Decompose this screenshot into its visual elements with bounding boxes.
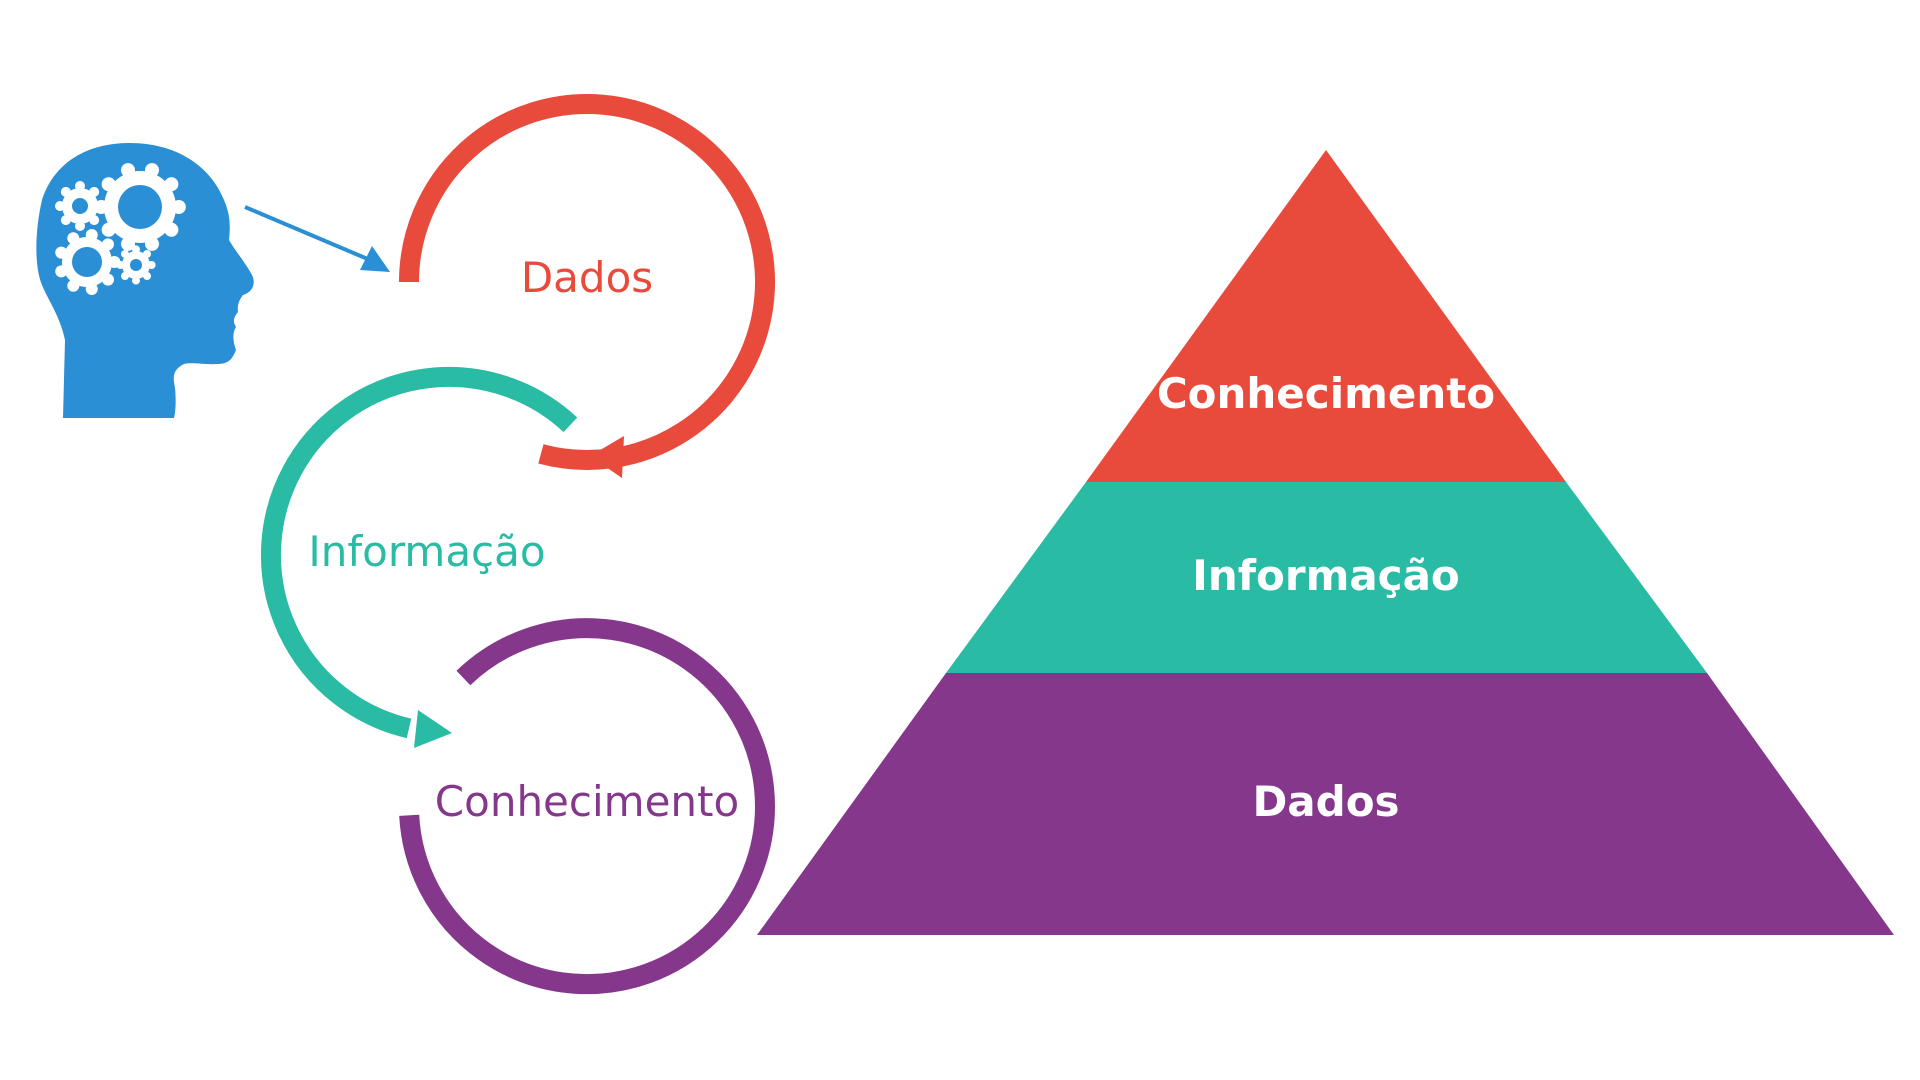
gear-icon [116, 245, 156, 285]
gear-icon [55, 229, 121, 295]
pyramid-label-informacao: Informação [1192, 551, 1460, 600]
conhecimento-cycle-arc [399, 618, 775, 995]
pointer-arrow-icon [244, 205, 390, 272]
informacao-cycle-arc [261, 366, 578, 739]
informacao-arrowhead-icon [414, 710, 452, 748]
pyramid-label-conhecimento: Conhecimento [1157, 369, 1495, 418]
dados-cycle-arc [399, 93, 775, 470]
gears-icon [55, 163, 186, 295]
dados-arrowhead-icon [590, 436, 624, 478]
cycle-label-conhecimento: Conhecimento [435, 777, 739, 826]
cycle-label-dados: Dados [521, 253, 653, 302]
pyramid-label-dados: Dados [1252, 777, 1399, 826]
gear-icon [94, 163, 186, 251]
gear-icon [55, 181, 105, 231]
pyramid-level-informacao [946, 482, 1707, 673]
pyramid-level-conhecimento [1086, 150, 1566, 482]
pyramid-level-dados [757, 673, 1894, 935]
cycle-label-informacao: Informação [308, 527, 545, 576]
